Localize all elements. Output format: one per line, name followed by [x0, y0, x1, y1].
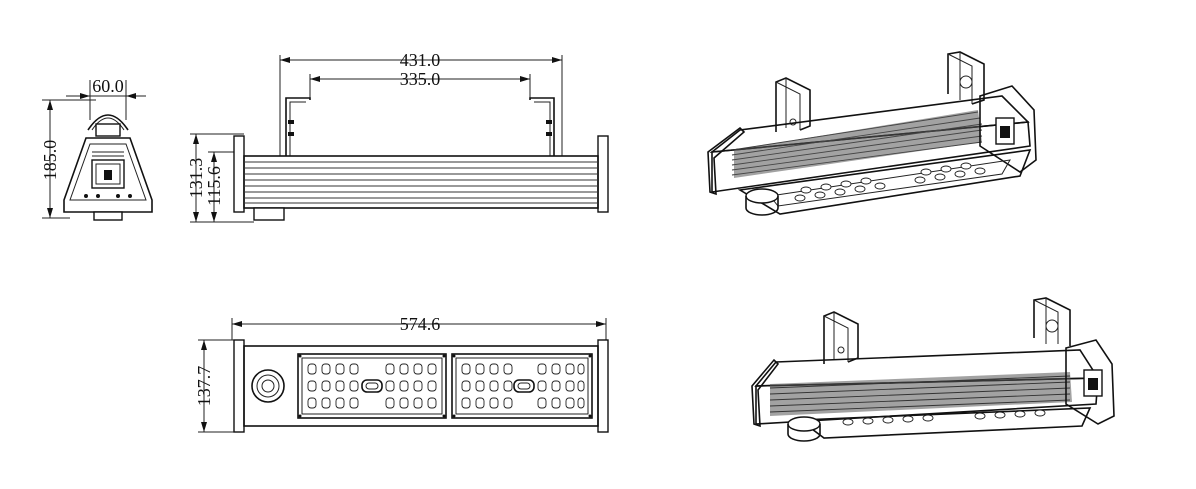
dim-front-height: 131.3	[186, 158, 206, 199]
bottom-view: 574.6 137.7	[194, 314, 609, 433]
front-fins	[244, 161, 598, 204]
iso1-leds	[794, 162, 986, 202]
dim-bracket-outer: 431.0	[400, 50, 441, 70]
dim-bottom-width: 137.7	[194, 366, 214, 407]
dim-side-height: 185.0	[40, 140, 60, 181]
front-view: 431.0 335.0 131.3 115.6	[186, 50, 609, 223]
isometric-view-bottom	[751, 297, 1115, 442]
side-view: 60.0 185.0	[40, 76, 153, 221]
dim-front-body-height: 115.6	[204, 166, 224, 206]
led-array-1	[307, 363, 437, 409]
iso2-leds	[842, 409, 1046, 426]
iso2-fins	[769, 375, 1071, 413]
dim-side-width: 60.0	[92, 76, 124, 96]
dim-bracket-inner: 335.0	[400, 69, 441, 89]
dim-total-length: 574.6	[400, 314, 441, 334]
led-array-2	[461, 363, 585, 409]
isometric-view-top	[707, 51, 1037, 216]
